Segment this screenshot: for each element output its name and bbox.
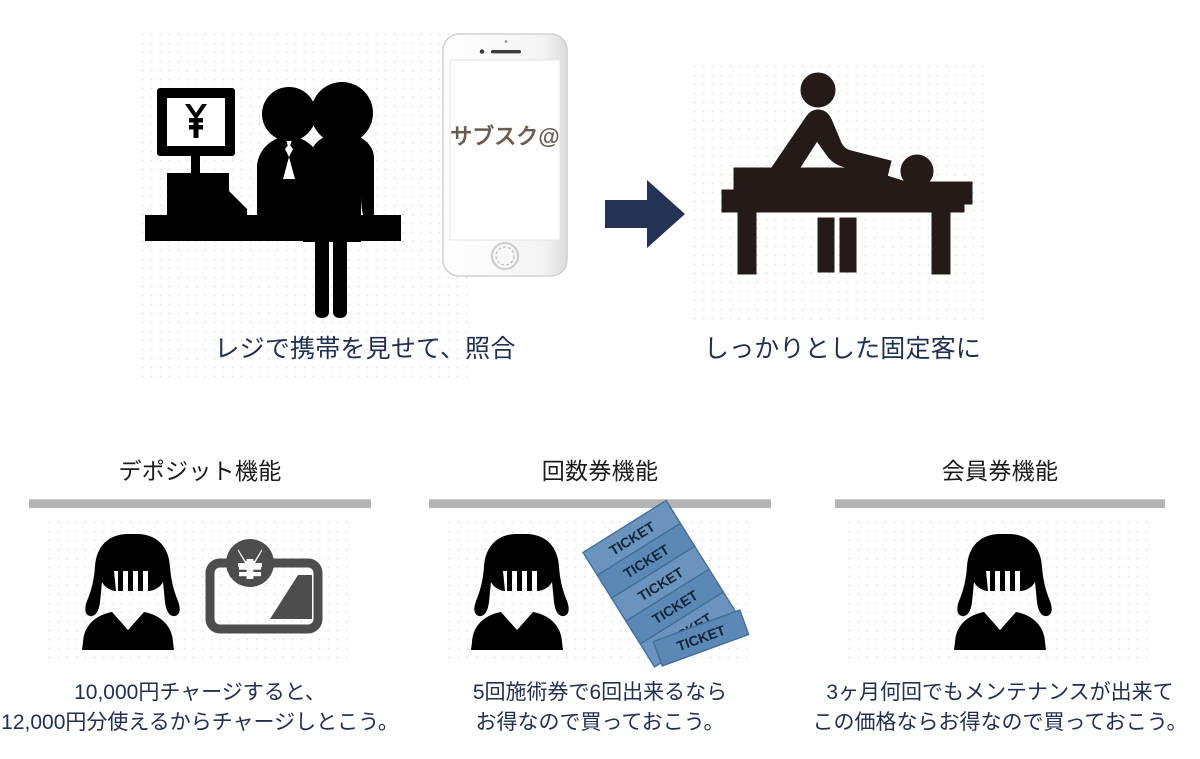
feature-column-coupon: 回数券機能 TICKET	[400, 452, 800, 752]
right-panel-caption: しっかりとした固定客に	[703, 335, 982, 363]
checkout-counter-illustration	[145, 30, 475, 320]
smartphone-device: サブスク@	[437, 32, 577, 280]
feature-title-deposit: デポジット機能	[118, 458, 282, 484]
feature-caption-membership: 3ヶ月何回でもメンテナンスが出来て この価格ならお得なので買っておこう。	[812, 681, 1188, 734]
ticket-book-icon: TICKET TICKET TICKET TICKET TICKET	[582, 499, 750, 668]
arrow-right-icon	[603, 172, 687, 256]
feature-caption-deposit: 10,000円チャージすると、 12,000円分使えるからチャージしとこう。	[1, 681, 399, 734]
woman-avatar-icon	[954, 534, 1052, 650]
feature-column-membership: 会員券機能 3ヶ月何回でもメンテナンスが出来て この価格ならお得なので買っておこ…	[800, 452, 1200, 752]
counter-top	[145, 215, 401, 241]
top-flow-section: サブスク@	[138, 30, 990, 382]
left-panel-caption: レジで携帯を見せて、照合	[214, 335, 516, 363]
feature-column-deposit: デポジット機能	[0, 452, 400, 752]
feature-columns: デポジット機能	[0, 452, 1200, 752]
feature-divider	[429, 499, 771, 508]
feature-caption-coupon: 5回施術券で6回出来るなら お得なので買っておこう。	[472, 681, 728, 734]
phone-screen-app-label: サブスク@	[450, 124, 559, 149]
feature-title-membership: 会員券機能	[941, 458, 1059, 484]
feature-art-membership	[800, 518, 1200, 660]
customer-figure	[285, 82, 374, 318]
feature-divider	[29, 499, 371, 508]
feature-title-coupon: 回数券機能	[541, 458, 659, 484]
feature-art-deposit	[0, 518, 400, 660]
feature-divider	[835, 499, 1165, 508]
feature-art-coupon: TICKET TICKET TICKET TICKET TICKET	[400, 499, 800, 668]
woman-avatar-icon	[82, 534, 180, 650]
wallet-yen-icon	[205, 539, 323, 634]
woman-avatar-icon	[471, 534, 569, 650]
massage-treatment-illustration	[700, 68, 985, 288]
